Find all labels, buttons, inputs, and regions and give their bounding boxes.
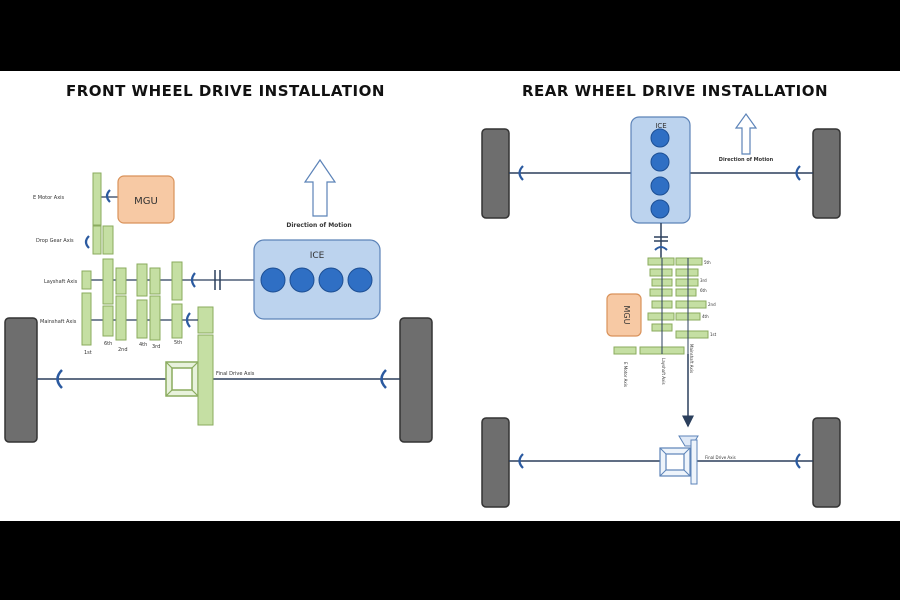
rear-direction-label: Direction of Motion	[719, 157, 774, 163]
rear-gear-label-3rd: 3rd	[700, 278, 707, 283]
gear-label-3rd: 3rd	[152, 344, 160, 350]
left-rotation-arrow-icon	[56, 369, 63, 389]
front-left-wheel	[4, 317, 38, 443]
drop-gear-right	[102, 225, 114, 255]
rear-e-motor-axis-label: E Motor Axis	[623, 362, 628, 387]
front-direction-label: Direction of Motion	[286, 222, 351, 229]
gear-label-6th: 6th	[104, 341, 112, 347]
rear-rear-left-rotation-icon	[518, 453, 524, 469]
rear-rear-right-wheel	[812, 417, 841, 508]
letterbox-top	[0, 0, 900, 71]
rear-gear-label-4th: 4th	[702, 314, 709, 319]
rear-front-left-wheel	[481, 128, 510, 219]
rear-mainshaft-axis-label: Mainshaft Axis	[689, 344, 694, 373]
rear-mgu-label: MGU	[622, 306, 631, 325]
front-mgu-label: MGU	[134, 196, 158, 207]
rear-final-drive-axis-label: Final Drive Axis	[705, 455, 736, 460]
drop-gear-axis-label: Drop Gear Axis	[36, 238, 74, 244]
e-motor-gear	[92, 172, 102, 226]
mainshaft-rotation-icon	[185, 312, 191, 328]
rear-ice-cylinders	[650, 128, 670, 219]
rear-gear-label-1st: 1st	[710, 332, 717, 337]
front-wheel-drive-title: FRONT WHEEL DRIVE INSTALLATION	[66, 82, 385, 100]
front-ice-label: ICE	[310, 251, 325, 261]
rear-front-left-rotation-icon	[518, 165, 524, 181]
rear-wheel-drive-title: REAR WHEEL DRIVE INSTALLATION	[522, 82, 829, 100]
drop-gear-left	[92, 225, 102, 255]
gear-label-5th: 5th	[174, 340, 182, 346]
letterbox-bottom	[0, 521, 900, 600]
rear-front-right-wheel	[812, 128, 841, 219]
layshaft-axis-label: Layshaft Axis	[44, 279, 78, 285]
rear-gear-label-5th: 5th	[704, 260, 711, 265]
rear-rear-right-rotation-icon	[795, 453, 801, 469]
rear-diagram: ICE Direction of Motion	[481, 112, 841, 508]
e-motor-rotation-icon	[105, 189, 111, 203]
front-differential	[165, 361, 199, 397]
final-drive-axis-label: Final Drive Axis	[216, 371, 255, 377]
rear-front-right-rotation-icon	[795, 165, 801, 181]
front-ice-engine	[253, 239, 381, 320]
front-mgu	[117, 175, 175, 224]
e-motor-axis-label: E Motor Axis	[33, 195, 65, 201]
front-diagram: Final Drive Axis E Motor Axis MGU Drop G…	[4, 158, 433, 443]
front-ice-cylinders	[260, 267, 373, 293]
rear-direction-arrow-icon	[734, 112, 758, 155]
rear-ice-label: ICE	[655, 122, 666, 130]
gear-label-1st: 1st	[84, 350, 92, 356]
rear-gear-label-6th: 6th	[700, 288, 707, 293]
rear-input-rotation-icon	[654, 246, 668, 251]
rear-differential	[659, 435, 699, 485]
front-direction-arrow-icon	[303, 158, 337, 217]
rear-gear-label-2nd: 2nd	[708, 302, 716, 307]
rear-mgu	[606, 293, 642, 337]
mainshaft-axis-label: Mainshaft Axis	[40, 319, 77, 325]
rear-layshaft-axis-label: Layshaft Axis	[661, 358, 666, 385]
gear-label-4th: 4th	[139, 342, 147, 348]
right-rotation-arrow-icon	[380, 369, 387, 389]
front-gear-cluster	[81, 258, 183, 346]
gear-label-2nd: 2nd	[118, 347, 128, 353]
final-drive-pinion	[197, 306, 214, 334]
front-right-wheel	[399, 317, 433, 443]
layshaft-rotation-icon	[190, 272, 196, 288]
final-drive-gear	[197, 334, 214, 426]
rear-rear-left-wheel	[481, 417, 510, 508]
drop-gear-rotation-icon	[84, 235, 90, 249]
